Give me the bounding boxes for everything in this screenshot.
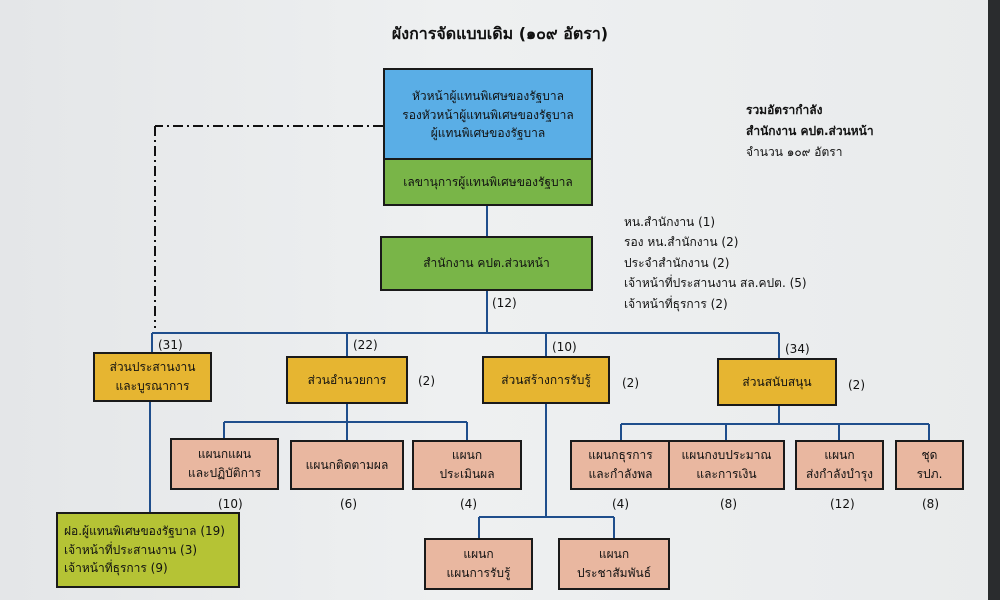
photo-dark-edge bbox=[988, 0, 1000, 600]
office-staff-item: เจ้าหน้าที่ธุรการ (2) bbox=[624, 296, 728, 311]
unit-evaluation: แผนก ประเมินผล bbox=[412, 440, 522, 490]
executive-line-2: รองหัวหน้าผู้แทนพิเศษของรัฐบาล bbox=[402, 107, 574, 122]
division-count-awareness: (10) bbox=[552, 340, 577, 354]
division-count-coordination: (31) bbox=[158, 338, 183, 352]
executive-box: หัวหน้าผู้แทนพิเศษของรัฐบาล รองหัวหน้าผู… bbox=[383, 68, 593, 160]
staffing-summary: รวมอัตรากำลัง สำนักงาน คปต.ส่วนหน้า จำนว… bbox=[746, 100, 874, 163]
unit-line: และกำลังพล bbox=[588, 467, 653, 481]
unit-line: แผนก bbox=[598, 547, 630, 562]
unit-line: แผนกงบประมาณ bbox=[681, 448, 772, 463]
division-coordination-line-1: ส่วนประสานงาน bbox=[109, 360, 196, 375]
delegates-line: ฝอ.ผู้แทนพิเศษของรัฐบาล (19) bbox=[64, 524, 225, 539]
summary-line-1: รวมอัตรากำลัง bbox=[746, 103, 823, 117]
unit-line: ส่งกำลังบำรุง bbox=[805, 467, 874, 481]
secretary-label: เลขานุการผู้แทนพิเศษของรัฐบาล bbox=[403, 174, 573, 189]
executive-line-1: หัวหน้าผู้แทนพิเศษของรัฐบาล bbox=[412, 89, 564, 104]
delegates-box: ฝอ.ผู้แทนพิเศษของรัฐบาล (19) เจ้าหน้าที่… bbox=[56, 512, 240, 588]
unit-count: (4) bbox=[612, 497, 629, 511]
delegates-line: เจ้าหน้าที่ธุรการ (9) bbox=[64, 561, 168, 576]
unit-line: ชุด bbox=[921, 448, 938, 463]
division-awareness-side-count: (2) bbox=[622, 376, 639, 390]
division-admin-side-count: (2) bbox=[418, 374, 435, 388]
office-staff-item: หน.สำนักงาน (1) bbox=[624, 215, 716, 229]
division-coordination: ส่วนประสานงาน และบูรณาการ bbox=[93, 352, 212, 402]
division-admin: ส่วนอำนวยการ bbox=[286, 356, 408, 404]
unit-line: แผนกติดตามผล bbox=[305, 457, 389, 472]
unit-line: แผนกแผน bbox=[197, 447, 252, 462]
division-admin-label: ส่วนอำนวยการ bbox=[307, 372, 387, 387]
unit-line: แผนก bbox=[824, 448, 855, 463]
executive-line-3: ผู้แทนพิเศษของรัฐบาล bbox=[430, 126, 546, 141]
office-label: สำนักงาน คปต.ส่วนหน้า bbox=[423, 256, 550, 271]
unit-count: (8) bbox=[720, 497, 737, 511]
office-staff-item: เจ้าหน้าที่ประสานงาน สล.คปต. (5) bbox=[624, 276, 807, 291]
unit-count: (10) bbox=[218, 497, 243, 511]
secretary-box: เลขานุการผู้แทนพิเศษของรัฐบาล bbox=[383, 158, 593, 206]
unit-line: รปภ. bbox=[916, 467, 943, 481]
unit-line: แผนการรับรู้ bbox=[446, 566, 511, 580]
unit-security: ชุด รปภ. bbox=[895, 440, 964, 490]
unit-count: (6) bbox=[340, 497, 357, 511]
division-coordination-line-2: และบูรณาการ bbox=[115, 379, 190, 393]
unit-line: ประเมินผล bbox=[439, 467, 495, 481]
unit-public-relations: แผนก ประชาสัมพันธ์ bbox=[558, 538, 670, 590]
unit-line: แผนกธุรการ bbox=[588, 448, 653, 463]
unit-line: แผนก bbox=[451, 448, 483, 463]
unit-count: (12) bbox=[830, 497, 855, 511]
chart-title: ผังการจัดแบบเดิม (๑๐๙ อัตรา) bbox=[391, 24, 609, 43]
division-support: ส่วนสนับสนุน bbox=[717, 358, 837, 406]
unit-count: (4) bbox=[460, 497, 477, 511]
unit-budget-finance: แผนกงบประมาณ และการเงิน bbox=[668, 440, 785, 490]
division-count-support: (34) bbox=[785, 342, 810, 356]
unit-count: (8) bbox=[922, 497, 939, 511]
office-staff-item: ประจำสำนักงาน (2) bbox=[624, 255, 730, 270]
unit-logistics: แผนก ส่งกำลังบำรุง bbox=[795, 440, 884, 490]
delegates-line: เจ้าหน้าที่ประสานงาน (3) bbox=[64, 542, 198, 557]
division-support-label: ส่วนสนับสนุน bbox=[742, 374, 812, 389]
division-count-admin: (22) bbox=[353, 338, 378, 352]
unit-line: และการเงิน bbox=[696, 467, 757, 481]
unit-line: ประชาสัมพันธ์ bbox=[576, 566, 652, 580]
unit-plans-operations: แผนกแผน และปฏิบัติการ bbox=[170, 438, 279, 490]
office-count: (12) bbox=[492, 296, 517, 310]
office-staff-list: หน.สำนักงาน (1) รอง หน.สำนักงาน (2) ประจ… bbox=[624, 212, 807, 314]
summary-line-3: จำนวน ๑๐๙ อัตรา bbox=[746, 145, 843, 159]
unit-monitoring: แผนกติดตามผล bbox=[290, 440, 404, 490]
unit-awareness-plans: แผนก แผนการรับรู้ bbox=[424, 538, 533, 590]
unit-admin-personnel: แผนกธุรการ และกำลังพล bbox=[570, 440, 671, 490]
division-support-side-count: (2) bbox=[848, 378, 865, 392]
summary-line-2: สำนักงาน คปต.ส่วนหน้า bbox=[746, 124, 874, 138]
office-staff-item: รอง หน.สำนักงาน (2) bbox=[624, 235, 739, 250]
division-awareness-label: ส่วนสร้างการรับรู้ bbox=[501, 372, 591, 387]
office-box: สำนักงาน คปต.ส่วนหน้า bbox=[380, 236, 593, 291]
unit-line: และปฏิบัติการ bbox=[187, 466, 262, 480]
division-awareness: ส่วนสร้างการรับรู้ bbox=[482, 356, 610, 404]
unit-line: แผนก bbox=[463, 547, 494, 562]
